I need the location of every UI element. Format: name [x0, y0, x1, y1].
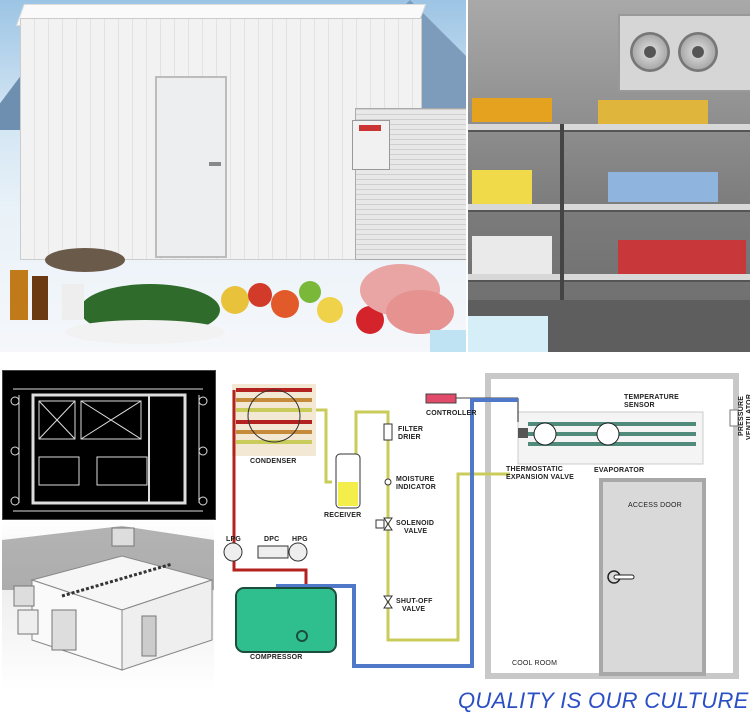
evaporator-label: EVAPORATOR [594, 467, 645, 474]
thermostatic-label-2: EXPANSION VALVE [506, 474, 574, 481]
receiver-label: RECEIVER [324, 512, 362, 519]
access-door-label: ACCESS DOOR [628, 502, 682, 509]
pressure-ventilator-label-2: VENTILATOR [746, 393, 750, 440]
temperature-sensor-label-1: TEMPERATURE [624, 394, 679, 401]
condenser-label: CONDENSER [250, 458, 297, 465]
compressor-label: COMPRESSOR [250, 654, 303, 661]
solenoid-valve-label-2: VALVE [404, 528, 428, 535]
moisture-indicator-label-2: INDICATOR [396, 484, 437, 491]
controller-label: CONTROLLER [426, 410, 477, 417]
solenoid-valve-label-1: SOLENOID [396, 520, 435, 527]
cool-room-label: COOL ROOM [512, 660, 558, 667]
shutoff-valve-label-1: SHUT-OFF [396, 598, 433, 605]
hpg-label: HPG [292, 536, 308, 543]
lpg-label: LPG [226, 536, 241, 543]
evaporator-unit [618, 14, 750, 92]
pressure-ventilator-label-1: PRESSURE [738, 395, 745, 436]
temperature-sensor-label-2: SENSOR [624, 402, 655, 409]
slogan-text: QUALITY IS OUR CULTURE [458, 688, 749, 713]
control-panel [352, 120, 390, 170]
filter-drier-label-1: FILTER [398, 426, 424, 433]
refrigeration-system-diagram: CONTROLLER TEMPERATURE SENSOR PRESSURE V… [218, 370, 750, 690]
moisture-indicator-label-1: MOISTURE [396, 476, 435, 483]
cold-room-exterior-photo [0, 0, 466, 352]
cold-room-door [155, 76, 227, 258]
thermostatic-label-1: THERMOSTATIC [506, 466, 563, 473]
isometric-cold-room-drawing [2, 520, 214, 690]
filter-drier-label-2: DRIER [398, 434, 421, 441]
cad-floor-plan [2, 370, 216, 520]
shutoff-valve-label-2: VALVE [402, 606, 426, 613]
dpc-label: DPC [264, 536, 280, 543]
cold-room-interior-photo [468, 0, 750, 352]
fresh-food-display [10, 248, 466, 352]
